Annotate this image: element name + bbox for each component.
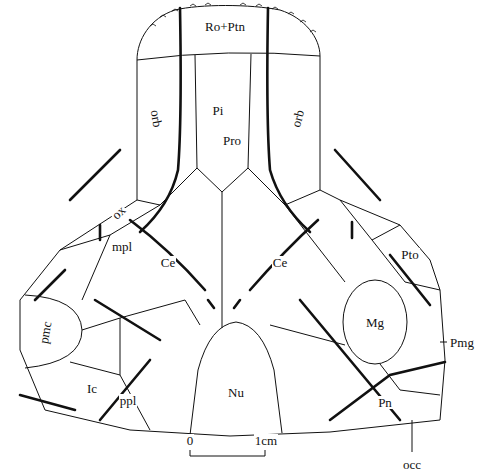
- sensory-canal: [208, 300, 240, 308]
- bone-label: Pn: [377, 396, 393, 409]
- bone-label: Ro+Ptn: [204, 20, 246, 33]
- canal-label: occ: [402, 458, 422, 471]
- leader-line: [412, 420, 413, 452]
- suture: [137, 168, 320, 205]
- bone-label: Pmg: [449, 336, 475, 349]
- scale-number: 0: [186, 434, 195, 447]
- sensory-canal: [300, 255, 445, 420]
- sensory-canal: [267, 8, 310, 232]
- suture: [343, 280, 407, 364]
- bone-label: Ic: [86, 382, 98, 395]
- suture: [60, 200, 440, 290]
- suture: [25, 295, 82, 368]
- bone-label: Pto: [400, 248, 419, 261]
- bone-label: Mg: [365, 316, 385, 329]
- leader-line: [440, 342, 447, 343]
- canal-label: ppl: [119, 394, 138, 407]
- suture: [190, 322, 282, 435]
- suture: [137, 53, 320, 60]
- scale-bar: [190, 450, 265, 456]
- region-label: orb: [149, 107, 165, 128]
- canal-label: pmc: [36, 319, 53, 345]
- scale-number: 1cm: [254, 434, 278, 447]
- bone-label: Ce: [272, 256, 288, 269]
- sensory-canal: [100, 222, 352, 240]
- canal-label: mpl: [111, 240, 133, 253]
- bone-label: Pro: [222, 134, 242, 147]
- sensory-canal: [130, 220, 318, 290]
- suture: [222, 192, 223, 328]
- bone-label: Pi: [212, 104, 225, 117]
- suture: [82, 205, 345, 300]
- sensory-canal: [20, 270, 160, 420]
- suture: [195, 54, 251, 192]
- canal-label: ox: [108, 202, 128, 222]
- region-label: orb: [289, 107, 307, 129]
- sensory-canal: [70, 150, 380, 200]
- bone-label: Nu: [227, 386, 245, 399]
- suture: [380, 364, 440, 395]
- skull-outline: [20, 6, 445, 437]
- sensory-canal: [140, 8, 181, 232]
- bone-label: Ce: [160, 256, 176, 269]
- rostral-margin: [150, 3, 316, 32]
